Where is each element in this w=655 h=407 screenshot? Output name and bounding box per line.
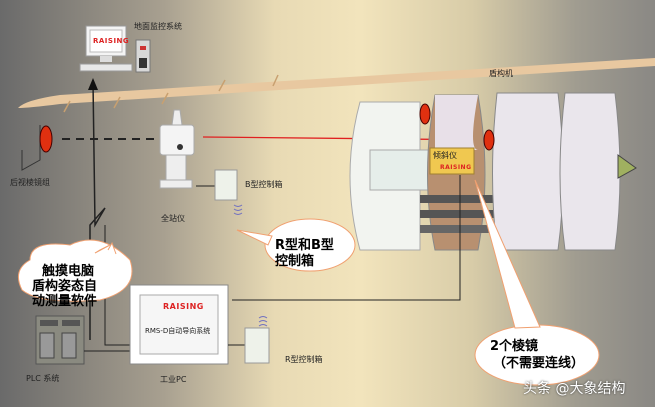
brand-logo: RAISING: [93, 37, 130, 45]
inclinometer-label: 倾斜仪: [433, 151, 457, 160]
plc-label: PLC 系统: [26, 374, 60, 383]
pc-screen-text: RMS-D自动导向系统: [145, 327, 211, 335]
wireless-icon: [233, 204, 243, 215]
inclinometer-brand: RAISING: [440, 164, 472, 171]
r-control-box-icon: [244, 327, 270, 364]
pc-screen-brand: RAISING: [163, 302, 204, 311]
inclinometer-icon: [429, 147, 475, 175]
bubble-prisms-line2: （不需要连线）: [493, 356, 585, 371]
total-station-icon: [159, 109, 195, 189]
b-box-label: B型控制箱: [245, 180, 283, 189]
plc-cabinet-icon: [35, 315, 85, 365]
industrial-pc-label: 工业PC: [160, 375, 187, 384]
bubble-touch-pc-line3: 动测量软件: [32, 294, 98, 309]
shield-machine-label: 盾构机: [489, 69, 513, 78]
bubble-prisms-line1: 2个棱镜: [490, 339, 539, 354]
shield-machine: [349, 92, 637, 251]
ground-monitor-label: 地面监控系统: [134, 22, 182, 31]
b-control-box-icon: [214, 169, 238, 201]
bubble-rb-box: [264, 218, 356, 272]
bubble-touch-pc-line2: 盾构姿态自: [32, 279, 98, 294]
ground-hatch: [63, 74, 279, 113]
bubble-rb-box-line1: R型和B型: [275, 238, 334, 253]
ground-computer-icon: [79, 25, 151, 73]
bubble-touch-pc: [17, 239, 133, 302]
wireless-icon: [258, 316, 268, 327]
ground-surface: [18, 58, 655, 108]
rear-prism-label: 后视棱镜组: [10, 178, 50, 187]
r-box-label: R型控制箱: [285, 355, 323, 364]
watermark: 头条 @大象结构: [523, 381, 626, 397]
prism-icon: [483, 129, 495, 151]
rear-prism-icon: [21, 125, 53, 171]
prism-icon: [419, 103, 431, 125]
bubble-rb-box-line2: 控制箱: [275, 254, 315, 269]
bubble-touch-pc-line1: 触摸电脑: [42, 264, 95, 279]
total-station-label: 全站仪: [161, 214, 185, 223]
arrow-up-icon: [88, 78, 98, 90]
bubble-prisms: [474, 324, 600, 386]
